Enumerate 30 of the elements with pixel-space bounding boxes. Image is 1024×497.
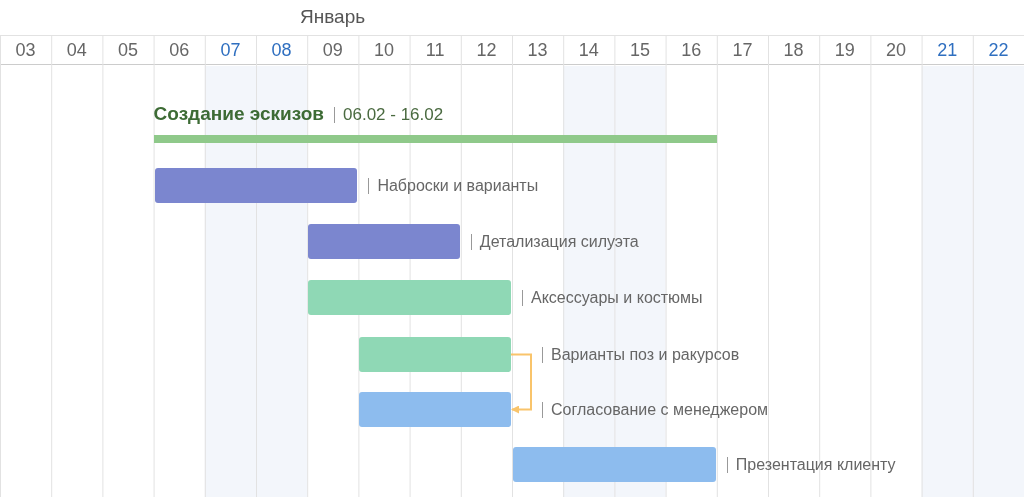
task-label: Варианты поз и ракурсов — [542, 347, 740, 363]
day-number: 07 — [219, 39, 242, 62]
day-number: 06 — [168, 39, 191, 62]
task-label: Презентация клиенту — [726, 457, 896, 473]
day-number: 11 — [424, 39, 446, 62]
date-range: 06.02 - 16.02 — [334, 107, 444, 123]
day-number: 22 — [987, 39, 1010, 62]
task-label: Аксессуары и костюмы — [522, 290, 703, 306]
task-label: Согласование с менеджером — [542, 402, 769, 418]
day-number: 20 — [884, 39, 907, 62]
task-label: Детализация силуэта — [470, 234, 639, 250]
day-number: 10 — [372, 39, 395, 62]
day-number: 17 — [731, 39, 754, 62]
day-number: 09 — [321, 39, 344, 62]
group-title: Создание эскизов — [153, 103, 324, 125]
day-number: 08 — [270, 39, 293, 62]
day-number: 19 — [833, 39, 856, 62]
day-number: 14 — [577, 39, 600, 62]
day-number: 04 — [65, 39, 88, 62]
dependency-arrow — [510, 353, 532, 414]
day-number: 13 — [526, 39, 549, 62]
day-number: 21 — [936, 39, 959, 62]
day-number: 12 — [475, 39, 498, 62]
day-number: 15 — [628, 39, 651, 62]
month-label: Январь — [300, 6, 366, 28]
task-label: Наброски и варианты — [368, 178, 539, 194]
day-number: 05 — [116, 39, 139, 62]
day-number: 16 — [680, 39, 703, 62]
day-number: 18 — [782, 39, 805, 62]
day-number: 03 — [14, 39, 37, 62]
